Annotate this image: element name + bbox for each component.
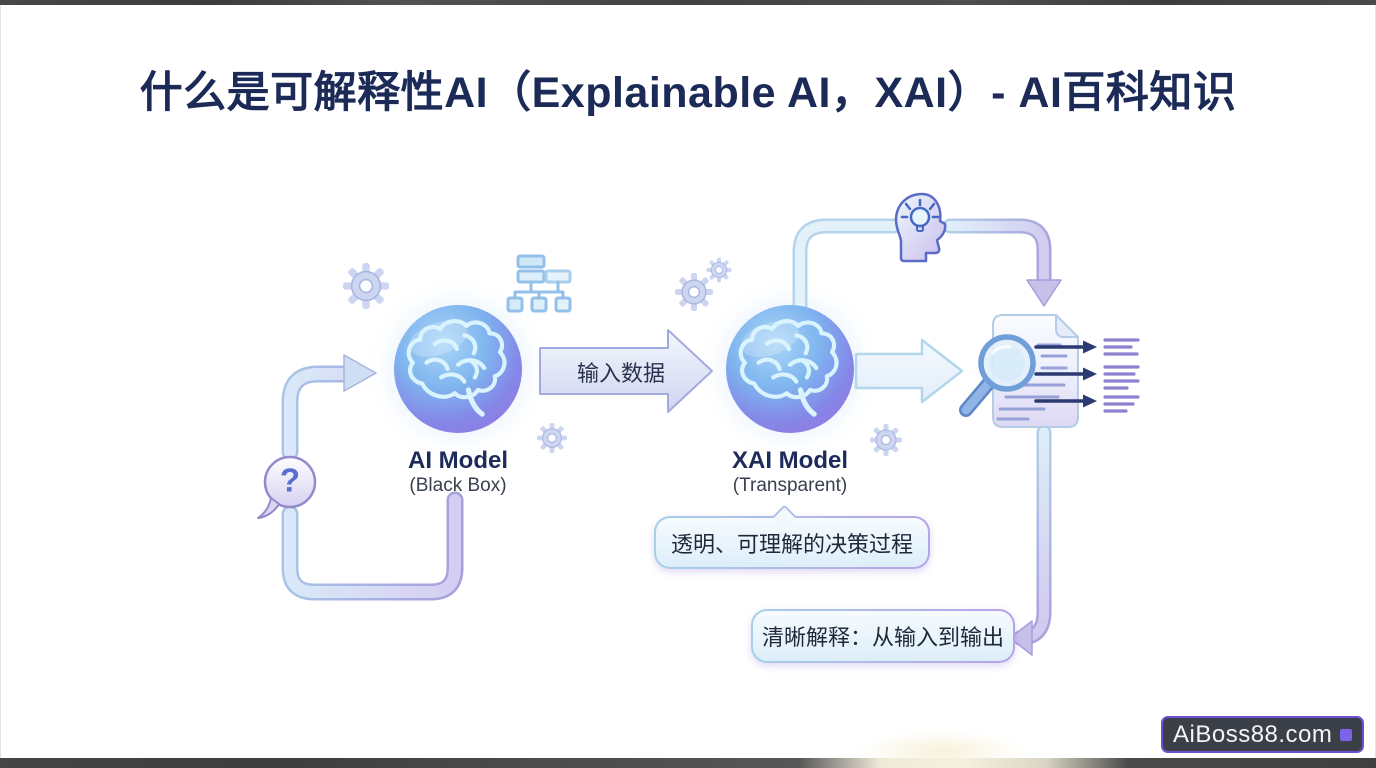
idea-to-report-path [942, 218, 1062, 307]
xai-model-sublabel: (Transparent) [732, 475, 848, 496]
gear-icon [674, 272, 714, 312]
xai-model-brain-icon [726, 305, 854, 433]
report-to-callout-arrow [1009, 424, 1052, 656]
explanation-output-arrows [1034, 340, 1097, 408]
ai-model-brain-icon [394, 305, 522, 433]
xai-to-idea-path [792, 218, 902, 315]
output-arrow [854, 338, 964, 404]
watermark-badge[interactable]: AiBoss88.com [1161, 716, 1365, 753]
ai-model-label: AI Model [408, 447, 508, 474]
gear-icon [536, 422, 568, 454]
page-title: 什么是可解释性AI（Explainable AI，XAI）- AI百科知识 [139, 69, 1237, 117]
callout-transparent-process-text: 透明、可理解的决策过程 [656, 518, 928, 567]
flowchart-icon [506, 254, 572, 313]
callout-transparent-process: 透明、可理解的决策过程 [654, 504, 930, 569]
watermark-label: AiBoss88.com [1173, 720, 1333, 748]
gear-icon [706, 257, 732, 283]
input-data-arrow [539, 329, 713, 413]
question-bubble-icon [257, 455, 317, 519]
callout-clear-explanation: 清晰解释：从输入到输出 [751, 609, 1015, 663]
watermark-square-icon [1340, 728, 1353, 741]
question-mark-glyph: ? [279, 461, 301, 499]
gear-icon [869, 423, 903, 457]
input-data-arrow-label: 输入数据 [576, 361, 666, 386]
bottom-edge-artifact [0, 758, 1376, 768]
gear-icon [342, 262, 390, 310]
output-lines-icon [1103, 338, 1140, 413]
magnifier-icon [959, 334, 1036, 417]
top-edge-artifact [0, 0, 1376, 5]
ai-model-sublabel: (Black Box) [409, 475, 507, 496]
xai-model-label: XAI Model [731, 447, 849, 474]
callout-clear-explanation-text: 清晰解释：从输入到输出 [753, 611, 1013, 661]
feedback-loop-arrow [281, 354, 464, 601]
idea-head-icon [894, 192, 947, 263]
